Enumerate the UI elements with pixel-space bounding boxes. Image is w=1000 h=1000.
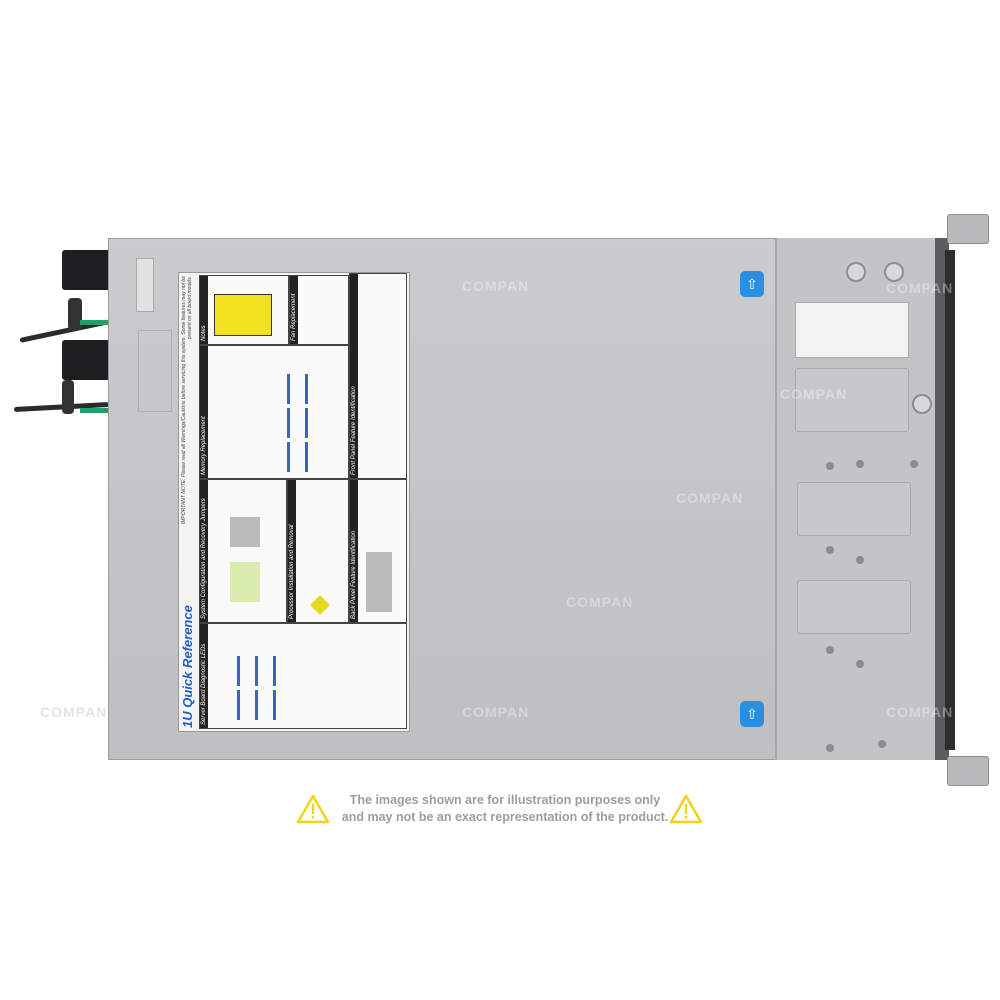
screw	[826, 546, 834, 554]
warning-triangle-icon	[669, 794, 703, 824]
section-back-panel: Back Panel Feature Identification	[349, 479, 407, 623]
watermark: COMPAN	[40, 704, 108, 720]
disclaimer-line-2: and may not be an exact representation o…	[341, 810, 669, 824]
front-panel-recess-2	[797, 482, 911, 536]
cable-tie-2	[62, 380, 74, 414]
thumbscrew[interactable]	[846, 262, 866, 282]
watermark: COMPAN	[886, 280, 954, 296]
screw	[856, 556, 864, 564]
warning-sticker	[136, 258, 154, 312]
section-processor-installation: Processor Installation and Removal	[287, 479, 349, 623]
watermark: COMPAN	[462, 278, 530, 294]
power-supply-1	[62, 250, 110, 290]
screw	[826, 744, 834, 752]
screw	[910, 460, 918, 468]
watermark: COMPAN	[462, 704, 530, 720]
thumbscrew[interactable]	[912, 394, 932, 414]
rear-panel-slot	[138, 330, 172, 412]
thumbscrew[interactable]	[884, 262, 904, 282]
warning-triangle-icon	[296, 794, 330, 824]
front-panel-recess-1	[795, 368, 909, 432]
section-notes: Notes	[199, 275, 289, 345]
watermark: COMPAN	[780, 386, 848, 402]
psu-latch-1[interactable]	[80, 320, 108, 325]
section-memory-replacement: Memory Replacement	[199, 345, 349, 479]
label-title: 1U Quick Reference	[180, 605, 195, 728]
drive-bays	[945, 250, 955, 750]
rack-ear-top[interactable]	[947, 214, 989, 244]
watermark: COMPAN	[886, 704, 954, 720]
screw	[878, 740, 886, 748]
psu-latch-2[interactable]	[80, 408, 108, 413]
screw	[826, 462, 834, 470]
watermark: COMPAN	[676, 490, 744, 506]
warning-box	[214, 294, 272, 336]
section-fan-replacement: Fan Replacement	[289, 275, 349, 345]
label-important-note: IMPORTANT NOTE: Please read all Warnings…	[181, 276, 193, 525]
rack-ear-bottom[interactable]	[947, 756, 989, 786]
disclaimer-text: The images shown are for illustration pu…	[340, 792, 670, 826]
power-supply-2	[62, 340, 110, 380]
cover-release-tab-bottom[interactable]: ⇧	[740, 701, 764, 727]
disclaimer-line-1: The images shown are for illustration pu…	[349, 793, 661, 807]
quick-reference-label: 1U Quick Reference IMPORTANT NOTE: Pleas…	[178, 272, 410, 732]
watermark: COMPAN	[566, 594, 634, 610]
section-diagnostic-leds: Server Board Diagnostic LEDs	[199, 623, 407, 729]
section-front-panel: Front Panel Feature Identification	[349, 273, 407, 479]
screw	[856, 660, 864, 668]
screw	[856, 460, 864, 468]
regulatory-label	[795, 302, 909, 358]
screw	[826, 646, 834, 654]
front-panel-recess-3	[797, 580, 911, 634]
cable-tie-1	[68, 298, 82, 330]
cover-release-tab-top[interactable]: ⇧	[740, 271, 764, 297]
section-config-jumpers: System Configuration and Recovery Jumper…	[199, 479, 287, 623]
